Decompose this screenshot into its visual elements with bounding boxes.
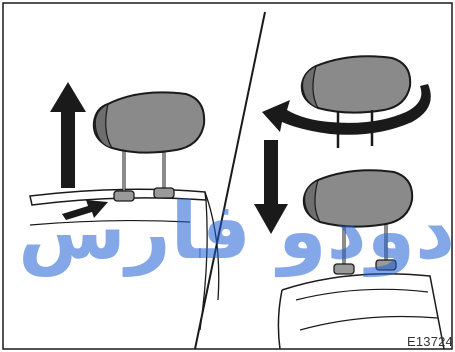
figure-id-label: E13724 (407, 334, 453, 349)
watermark-text: ادودو فارس (18, 187, 455, 277)
panel-divider (195, 12, 265, 349)
up-arrow-icon (50, 82, 86, 188)
headrest (94, 92, 204, 152)
headrest-removed (302, 56, 410, 112)
